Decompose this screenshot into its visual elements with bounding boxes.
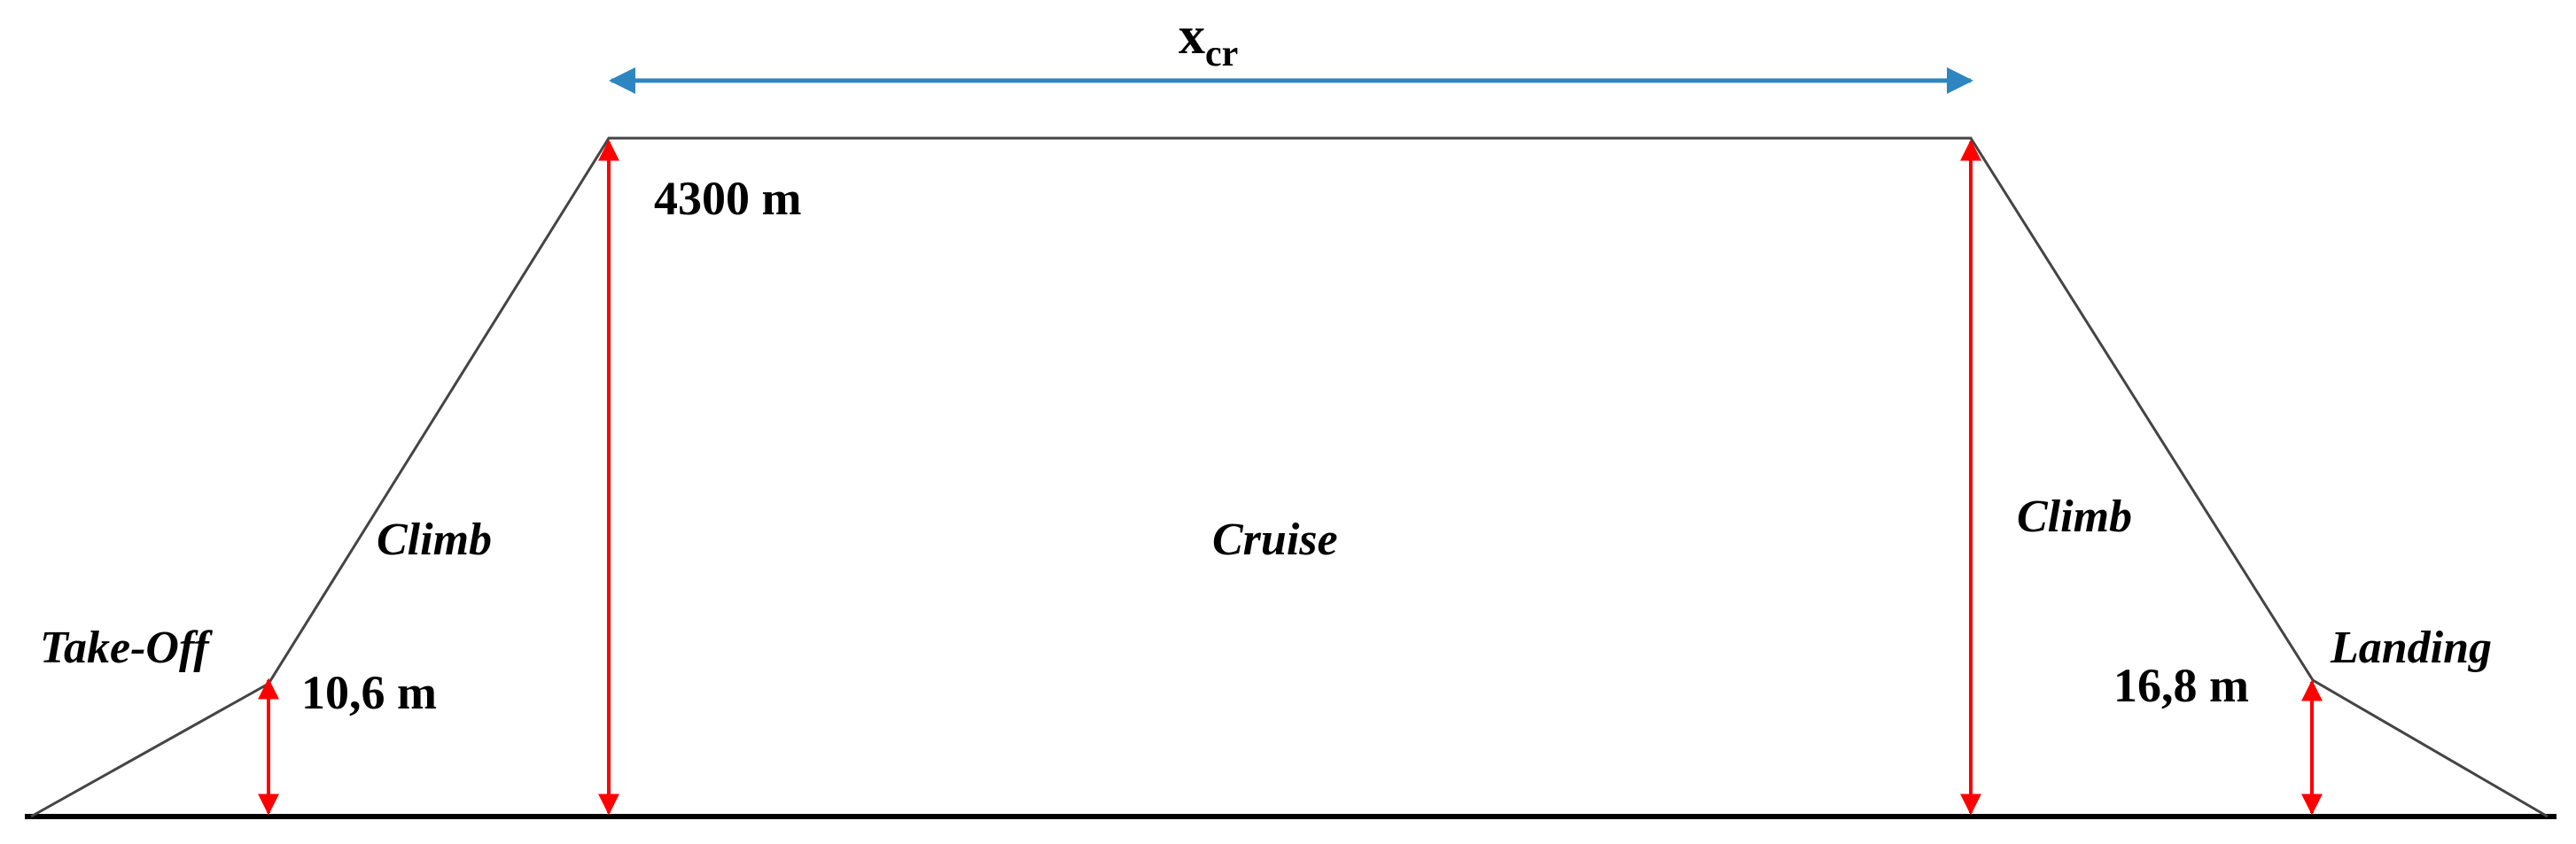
takeoff-altitude-value: 10,6 m bbox=[301, 666, 437, 719]
climb-right-phase-label: Climb bbox=[2017, 492, 2132, 542]
cruise-span-label-subscript: cr bbox=[1205, 34, 1238, 74]
cruise-span-label: xcr bbox=[1179, 6, 1238, 74]
cruise-altitude-value: 4300 m bbox=[654, 172, 802, 225]
takeoff-phase-label: Take-Off bbox=[40, 623, 213, 673]
cruise-phase-label: Cruise bbox=[1212, 515, 1338, 565]
landing-phase-label: Landing bbox=[2330, 623, 2492, 673]
climb-left-phase-label: Climb bbox=[377, 515, 492, 565]
cruise-span-label-main: x bbox=[1179, 6, 1205, 65]
landing-altitude-value: 16,8 m bbox=[2113, 659, 2249, 712]
flight-profile-line bbox=[30, 136, 2549, 818]
